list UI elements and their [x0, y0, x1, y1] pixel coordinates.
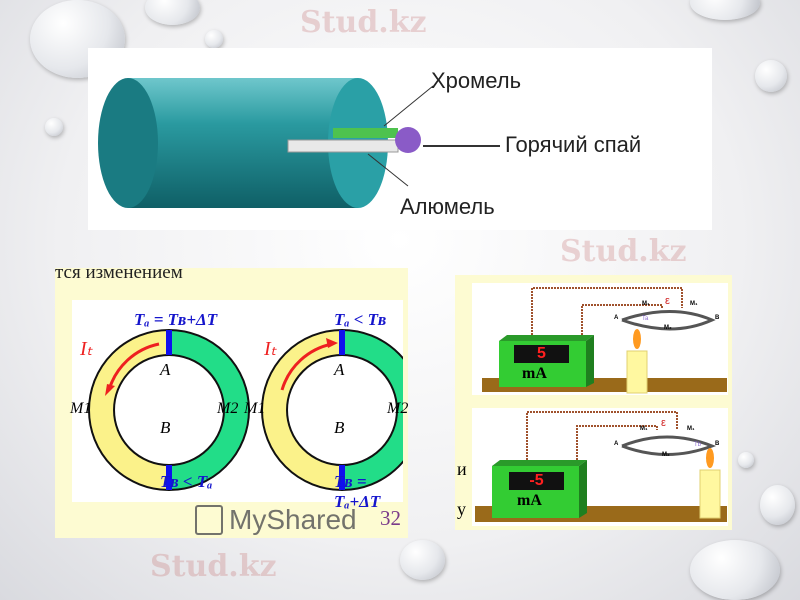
- right-ring-top-label: Tₐ < Tʙ: [334, 310, 387, 329]
- right-ring-m1-label: M1: [244, 400, 266, 417]
- temperature-label: Tb: [694, 442, 702, 448]
- right-ring-a-label: A: [334, 360, 345, 379]
- m1-label: M₁: [687, 426, 695, 432]
- thermocouple-drawing: [98, 78, 500, 208]
- alumel-wire: [287, 139, 399, 153]
- rings-drawing: [88, 328, 403, 492]
- flame: [706, 448, 714, 468]
- page-number: 32: [380, 506, 401, 530]
- left-ring-current-label: Iₜ: [80, 338, 93, 360]
- m1-label: M₁: [642, 301, 650, 307]
- m1-label: M₁: [690, 301, 698, 307]
- left-ring-m2-label: M2: [217, 400, 239, 417]
- side-letter: и: [457, 459, 467, 479]
- cylinder-end: [98, 78, 158, 208]
- candle: [626, 350, 648, 394]
- left-ring: [88, 328, 250, 492]
- presentation-icon: [195, 505, 223, 535]
- myshared-text: MyShared: [229, 504, 357, 535]
- myshared-watermark: MyShared: [195, 504, 357, 536]
- water-drop: [205, 30, 223, 48]
- chromel-label: Хромель: [431, 68, 522, 93]
- m1-label: M₁: [640, 426, 648, 432]
- meter-unit: mA: [522, 365, 547, 382]
- left-ring-top-label: Tₐ = Tʙ+ΔT: [134, 310, 218, 329]
- left-ring-b-label: B: [160, 418, 171, 437]
- rings-figure: Tₐ = Tʙ+ΔT Iₜ A B M1 M2 Tʙ < Tₐ Tₐ < Tʙ …: [70, 300, 408, 511]
- seebeck-rings-panel: тся изменением Tₐ = Tʙ+ΔT Iₜ A B M1 M2 T…: [55, 262, 408, 538]
- right-ring: [261, 328, 403, 492]
- right-ring-b-label: B: [334, 418, 345, 437]
- meter-display: -5: [509, 472, 564, 490]
- site-watermark: Stud.kz: [300, 5, 427, 40]
- m2-label: M₂: [662, 452, 670, 458]
- left-ring-a-label: A: [160, 360, 171, 379]
- alumel-label: Алюмель: [400, 194, 495, 219]
- side-letter: у: [457, 499, 466, 519]
- junction-a-label: A: [614, 441, 619, 447]
- emf-label: ε: [665, 295, 670, 307]
- right-ring-current-label: Iₜ: [264, 338, 277, 360]
- caption: тся изменением: [55, 262, 183, 283]
- junction-a-label: A: [614, 315, 619, 321]
- water-drop: [400, 540, 445, 580]
- water-drop: [145, 0, 200, 25]
- hot-junction-label: Горячий спай: [505, 132, 642, 157]
- junction-b-label: B: [715, 441, 720, 447]
- meter-unit: mA: [517, 492, 542, 509]
- millivoltmeter-panel: и у 5 mA ε M₁ M₁ M₂ A B Ta: [455, 275, 732, 530]
- water-drop: [45, 118, 63, 136]
- site-watermark: Stud.kz: [150, 549, 277, 584]
- m2-label: M₂: [664, 325, 672, 331]
- candle: [699, 469, 721, 519]
- emf-label: ε: [661, 417, 666, 429]
- flame: [633, 329, 641, 349]
- hot-junction: [395, 127, 421, 153]
- water-drop: [690, 540, 780, 600]
- water-drop: [760, 485, 795, 525]
- water-drop: [755, 60, 787, 92]
- temperature-label: Ta: [642, 316, 649, 322]
- experiment-top: 5 mA ε M₁ M₁ M₂ A B Ta: [472, 283, 728, 395]
- left-ring-m1-label: M1: [70, 400, 92, 417]
- left-ring-bottom-label: Tʙ < Tₐ: [160, 472, 213, 491]
- junction-b-label: B: [715, 315, 720, 321]
- chromel-wire: [333, 128, 398, 138]
- water-drop: [690, 0, 760, 20]
- thermocouple-figure: Хромель Горячий спай Алюмель: [88, 48, 712, 230]
- right-ring-bottom-label: Tʙ = Tₐ+ΔT: [334, 472, 381, 511]
- right-ring-m2-label: M2: [387, 400, 409, 417]
- site-watermark: Stud.kz: [560, 234, 687, 269]
- meter-display: 5: [514, 345, 569, 363]
- experiment-bottom: -5 mA ε M₁ M₁ M₂ A B Tb: [472, 408, 728, 526]
- water-drop: [738, 452, 754, 468]
